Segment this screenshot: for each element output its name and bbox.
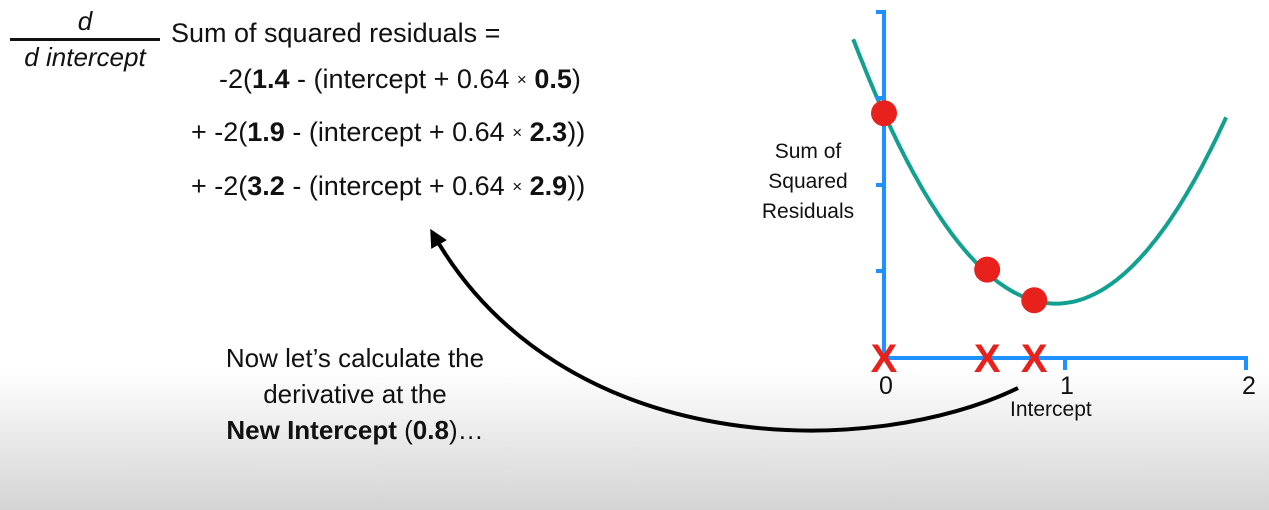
data-point-1 xyxy=(974,256,1001,283)
observed-value: 1.9 xyxy=(247,117,285,147)
annotation-text: Now let’s calculate the derivative at th… xyxy=(160,340,550,448)
equation-head: Sum of squared residuals = xyxy=(171,18,501,48)
fraction-numerator: d xyxy=(77,6,93,36)
x-axis-label: Intercept xyxy=(1010,398,1092,421)
x-tick-label-0: 0 xyxy=(879,372,893,400)
x-tick-label-1: 1 xyxy=(1060,372,1074,400)
annotation-line-1: Now let’s calculate the xyxy=(225,343,485,373)
x-value: 2.9 xyxy=(529,171,568,201)
derivative-fraction: d d intercept xyxy=(6,6,164,71)
data-point-2 xyxy=(1021,287,1048,314)
new-intercept-label: New Intercept xyxy=(226,415,397,445)
x-value: 2.3 xyxy=(529,117,568,147)
equation-term-2: + -2(1.9 - (intercept + 0.64 × 2.3)) xyxy=(191,117,586,147)
annotation-arrow xyxy=(430,228,1019,433)
x-value: 0.5 xyxy=(534,64,572,94)
equation-term-3: + -2(3.2 - (intercept + 0.64 × 2.9)) xyxy=(191,171,586,201)
fraction-bar xyxy=(10,38,160,41)
equation-term-1: -2(1.4 - (intercept + 0.64 × 0.5) xyxy=(219,64,581,94)
fraction-denominator: d intercept xyxy=(24,42,146,72)
observed-value: 1.4 xyxy=(252,64,290,94)
annotation-line-2: derivative at the xyxy=(263,379,447,409)
new-intercept-value: 0.8 xyxy=(412,415,449,445)
data-point-0 xyxy=(871,100,897,127)
observed-value: 3.2 xyxy=(247,171,285,201)
x-marker-0: X xyxy=(871,337,898,381)
times-symbol: × xyxy=(512,177,523,196)
x-marker-2: X xyxy=(1021,337,1048,381)
y-axis-label: Sum of Squared Residuals xyxy=(761,140,855,223)
times-symbol: × xyxy=(512,123,523,142)
ssr-curve xyxy=(851,38,1228,306)
x-tick-label-2: 2 xyxy=(1242,372,1256,400)
x-marker-1: X xyxy=(974,337,1001,381)
annotation-line-3: New Intercept (0.8)… xyxy=(226,415,484,445)
times-symbol: × xyxy=(516,70,527,89)
